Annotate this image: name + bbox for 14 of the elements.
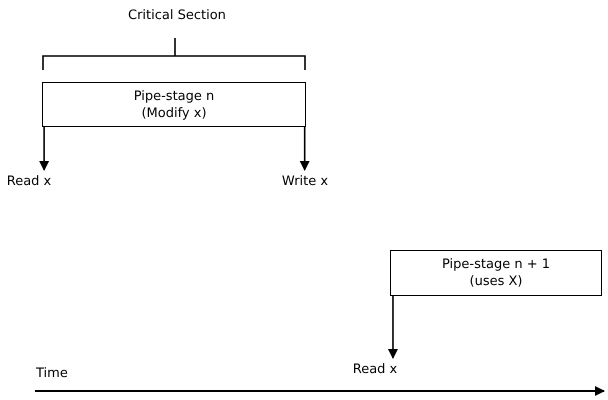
arrow	[388, 296, 398, 359]
stage-title: Pipe-stage n + 1	[442, 256, 550, 273]
stage-note: (Modify x)	[141, 104, 207, 122]
event-label: Read x	[0, 172, 58, 192]
stage-note: (uses X)	[470, 273, 522, 290]
process-box	[42, 82, 306, 127]
axis-label: Time	[36, 366, 68, 381]
event-label: Read x	[346, 360, 404, 380]
arrow	[300, 127, 310, 171]
stage-title: Pipe-stage n	[134, 88, 214, 104]
bracket-label: Critical Section	[128, 8, 226, 23]
arrow	[39, 127, 50, 171]
process-box	[390, 250, 602, 296]
event-label: Write x	[272, 172, 338, 192]
